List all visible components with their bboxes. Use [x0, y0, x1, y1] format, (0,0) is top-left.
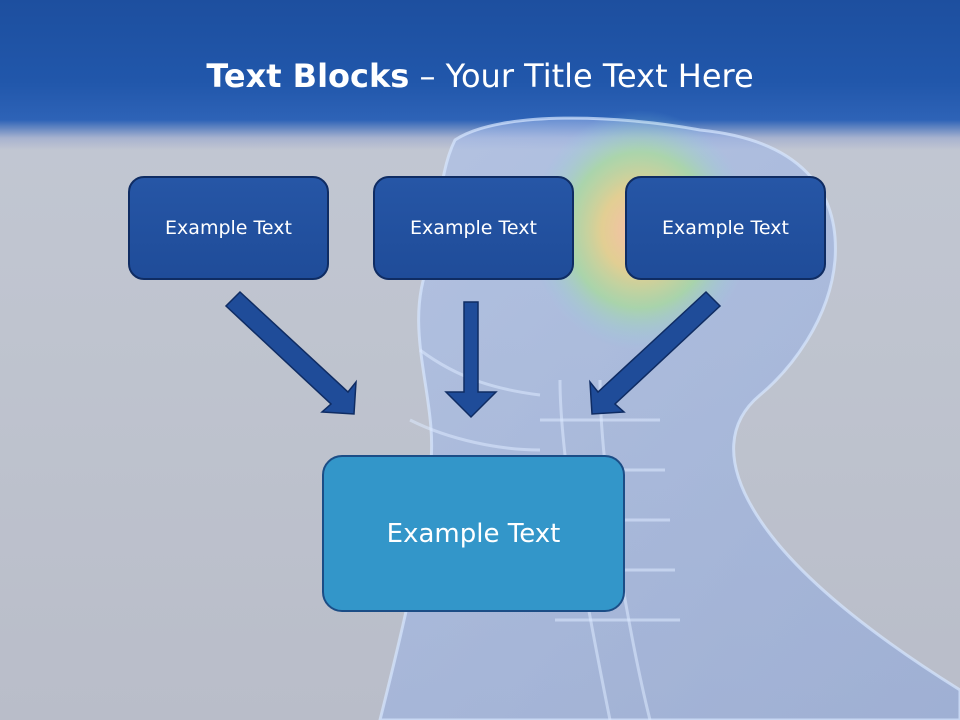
- arrow-middle-to-target: [444, 301, 498, 419]
- text-block-middle-label: Example Text: [410, 217, 537, 239]
- text-block-left: Example Text: [128, 176, 329, 280]
- text-block-left-label: Example Text: [165, 217, 292, 239]
- text-block-right-label: Example Text: [662, 217, 789, 239]
- slide-title: Text Blocks – Your Title Text Here: [0, 56, 960, 96]
- title-rest-part: – Your Title Text Here: [409, 57, 754, 95]
- target-text-block-label: Example Text: [386, 518, 561, 549]
- arrow-right-to-target: [589, 290, 722, 415]
- target-text-block: Example Text: [322, 455, 625, 612]
- text-block-right: Example Text: [625, 176, 826, 280]
- title-bar: [0, 0, 960, 150]
- text-block-middle: Example Text: [373, 176, 574, 280]
- arrow-left-to-target: [224, 290, 357, 415]
- arrows: [224, 290, 722, 419]
- title-bold-part: Text Blocks: [206, 57, 410, 95]
